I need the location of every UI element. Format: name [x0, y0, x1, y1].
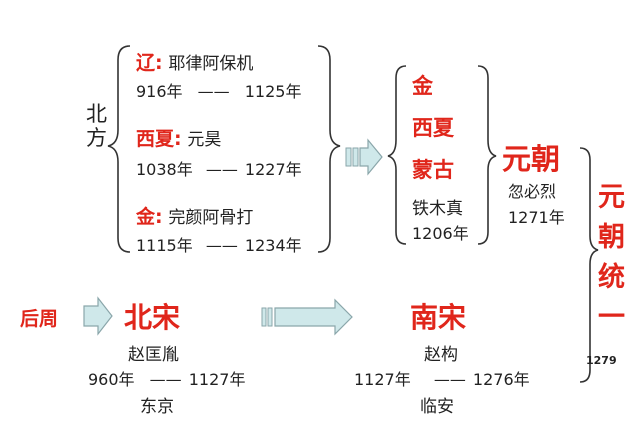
mongol-right-brace [477, 65, 497, 245]
southern-song-title: 南宋 [410, 301, 467, 334]
northern-song-dash: —— [149, 370, 182, 389]
later-zhou-label: 后周 [20, 308, 59, 330]
liao-start: 916年 [136, 82, 183, 101]
liao-entry: 辽: 耶律阿保机 [136, 48, 253, 75]
mongol-year: 1206年 [412, 224, 469, 243]
north-right-brace [317, 45, 341, 253]
north-label: 北方 [86, 102, 108, 150]
jin-ruler: 完颜阿骨打 [168, 208, 254, 228]
xixia-entry: 西夏: 元昊 [136, 124, 221, 151]
southern-song-capital: 临安 [420, 397, 454, 417]
north-label-text: 北方 [86, 102, 107, 150]
xixia-dash: —— [205, 160, 238, 179]
xixia-name: 西夏: [136, 128, 182, 150]
jin-years: 1115年 —— 1234年 [136, 232, 302, 256]
yuan-title: 元朝 [502, 142, 561, 176]
liao-dash: —— [197, 82, 230, 101]
southern-song-start: 1127年 [354, 370, 411, 389]
yuan-year: 1271年 [508, 208, 565, 227]
yuan-vertical-title: 元 朝 统 一 [598, 178, 625, 338]
mongol-item-xixia: 西夏 [412, 116, 454, 140]
mongol-left-brace [387, 65, 407, 245]
mongol-item-menggu: 蒙古 [412, 158, 454, 182]
jin-name: 金: [136, 206, 163, 228]
yuan-founder: 忽必烈 [508, 182, 557, 201]
northern-song-years: 960年 —— 1127年 [88, 366, 245, 390]
xixia-ruler: 元昊 [187, 130, 222, 150]
zhou-to-song-arrow [83, 296, 113, 336]
jin-dash: —— [205, 236, 238, 255]
southern-song-founder: 赵构 [424, 345, 458, 365]
mongol-item-jin: 金 [412, 74, 433, 98]
xixia-end: 1227年 [244, 160, 302, 179]
jin-entry: 金: 完颜阿骨打 [136, 202, 253, 229]
liao-name: 辽: [136, 52, 163, 74]
liao-end: 1125年 [244, 82, 302, 101]
liao-ruler: 耶律阿保机 [168, 54, 254, 74]
southern-song-dash: —— [433, 370, 466, 389]
northern-to-southern-song-arrow [261, 298, 353, 336]
northern-song-start: 960年 [88, 370, 135, 389]
vertical-char-4: 一 [598, 302, 625, 333]
xixia-start: 1038年 [136, 160, 193, 179]
northern-song-capital: 东京 [140, 397, 174, 417]
northern-song-founder: 赵匡胤 [128, 345, 179, 365]
north-left-brace [107, 45, 131, 253]
jin-end: 1234年 [244, 236, 302, 255]
vertical-char-2: 朝 [598, 222, 625, 253]
north-to-mongol-arrow [345, 138, 383, 176]
jin-start: 1115年 [136, 236, 193, 255]
northern-song-title: 北宋 [124, 301, 181, 334]
mongol-founder: 铁木真 [412, 199, 463, 219]
liao-years: 916年 —— 1125年 [136, 78, 301, 102]
vertical-char-1: 元 [598, 182, 625, 213]
xixia-years: 1038年 —— 1227年 [136, 156, 302, 180]
northern-song-end: 1127年 [188, 370, 246, 389]
vertical-char-3: 统 [598, 262, 625, 293]
southern-song-years: 1127年 —— 1276年 [354, 366, 530, 390]
yuan-unify-brace [579, 147, 599, 383]
southern-song-end: 1276年 [472, 370, 530, 389]
yuan-unify-year: 1279 [586, 354, 617, 367]
